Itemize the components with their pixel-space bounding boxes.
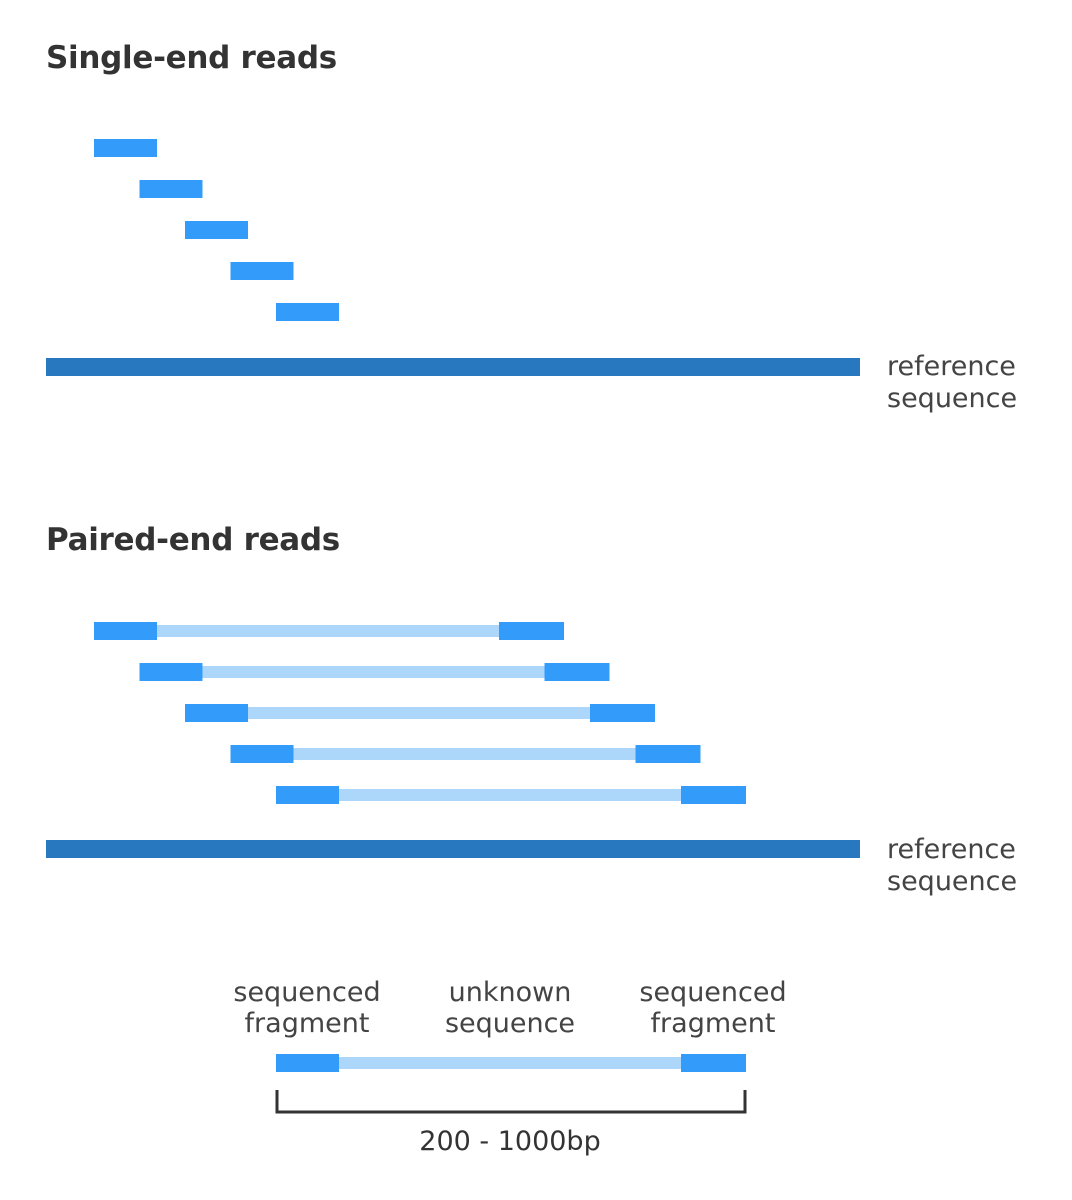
paired-end-read-right	[499, 622, 564, 640]
reference-label-line-2: sequence	[887, 866, 1018, 897]
paired-end-title: Paired-end reads	[46, 522, 340, 558]
single-end-reference-label: reference sequence	[887, 351, 1017, 415]
legend-unknown-sequence	[339, 1057, 681, 1069]
single-end-read	[185, 221, 248, 239]
label-line-1: sequenced	[233, 977, 381, 1008]
paired-end-read-left	[276, 786, 339, 804]
reference-label-line-1: reference	[887, 351, 1016, 382]
sequenced-fragment-left-label: sequenced fragment	[207, 977, 407, 1039]
single-end-title: Single-end reads	[46, 40, 337, 76]
legend-sequenced-fragment-left	[276, 1054, 339, 1072]
sequenced-fragment-right-label: sequenced fragment	[613, 977, 813, 1039]
paired-end-reference-label: reference sequence	[887, 834, 1017, 898]
paired-end-insert	[339, 789, 681, 801]
paired-end-read-left	[139, 663, 203, 681]
unknown-sequence-label: unknown sequence	[410, 977, 610, 1039]
label-line-2: fragment	[244, 1008, 370, 1039]
single-end-read	[276, 303, 339, 321]
paired-end-reference-sequence	[46, 840, 860, 858]
paired-end-insert	[157, 625, 499, 637]
paired-end-read-right	[681, 786, 746, 804]
label-line-1: unknown	[448, 977, 572, 1008]
paired-end-insert	[248, 707, 590, 719]
paired-end-read-left	[185, 704, 248, 722]
paired-end-read-right	[590, 704, 655, 722]
reference-label-line-2: sequence	[887, 383, 1018, 414]
label-line-2: fragment	[650, 1008, 776, 1039]
paired-end-read-left	[230, 745, 294, 763]
paired-end-read-left	[94, 622, 157, 640]
single-end-read	[139, 180, 203, 198]
paired-end-read-right	[544, 663, 610, 681]
paired-end-insert	[293, 748, 636, 760]
label-line-2: sequence	[444, 1008, 576, 1039]
reference-label-line-1: reference	[887, 834, 1016, 865]
paired-end-insert	[202, 666, 545, 678]
single-end-read	[94, 139, 157, 157]
legend-sequenced-fragment-right	[681, 1054, 746, 1072]
single-end-read	[230, 262, 294, 280]
fragment-size-bracket	[275, 1090, 747, 1114]
fragment-size-range-label: 200 - 1000bp	[419, 1126, 601, 1157]
paired-end-read-right	[635, 745, 701, 763]
single-end-reference-sequence	[46, 358, 860, 376]
label-line-1: sequenced	[639, 977, 787, 1008]
